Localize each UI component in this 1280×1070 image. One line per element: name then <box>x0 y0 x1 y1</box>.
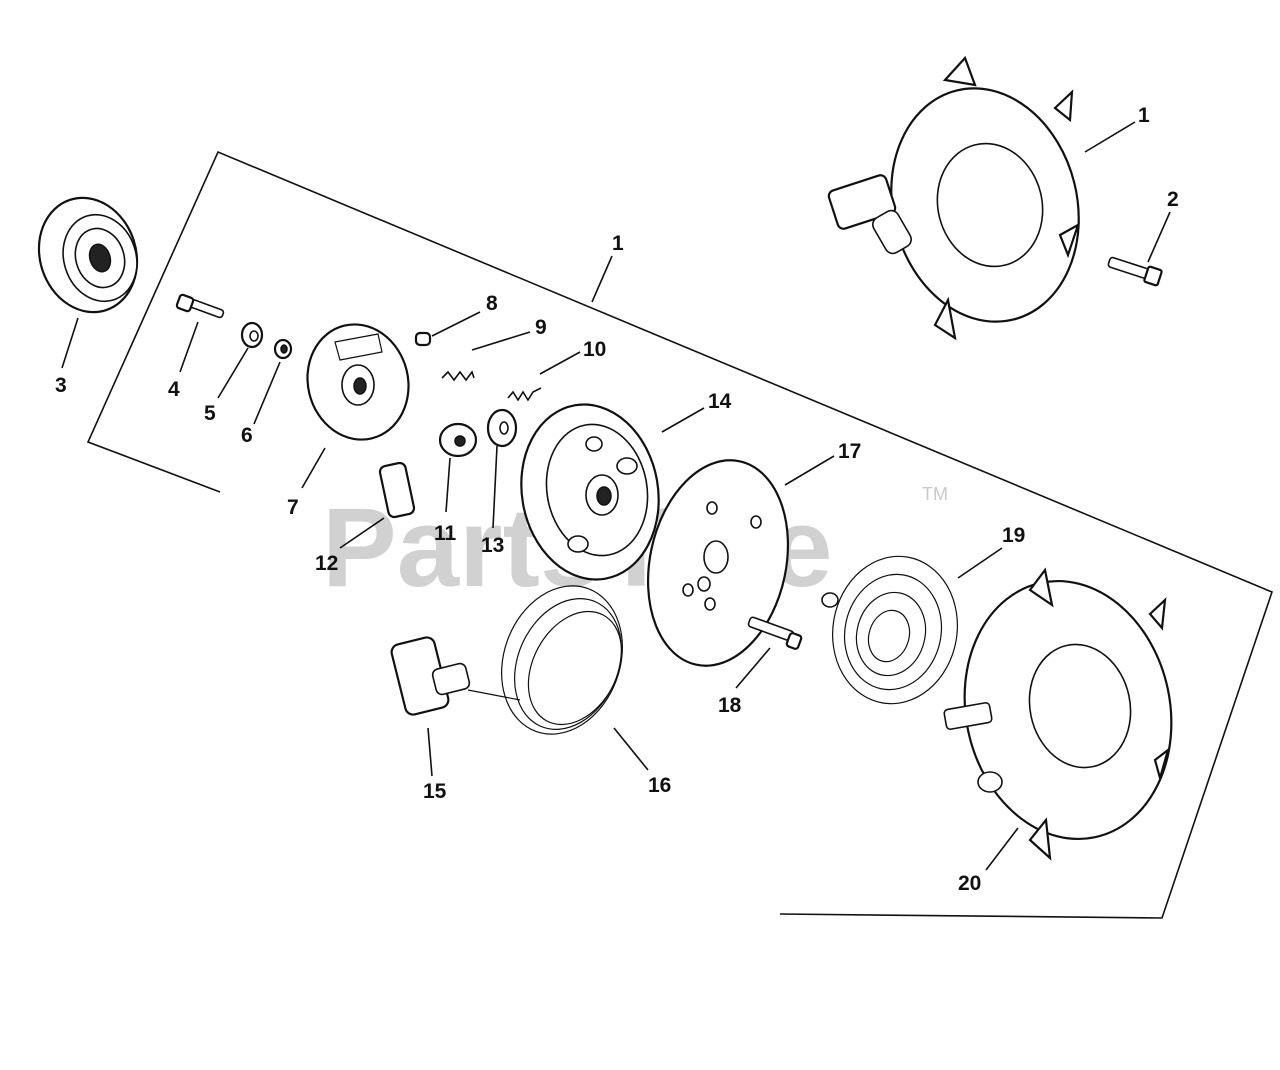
callout-12: 12 <box>315 552 338 575</box>
callout-20: 20 <box>958 872 981 895</box>
callout-15: 15 <box>423 780 447 803</box>
assembly-bracket-line <box>86 150 1273 919</box>
part-8-pin[interactable] <box>414 331 432 347</box>
part-12-pawl[interactable] <box>378 461 416 519</box>
part-16-rope[interactable] <box>467 569 642 752</box>
part-1-starter-assembly[interactable] <box>827 55 1103 342</box>
callout-18: 18 <box>718 694 742 717</box>
callout-13: 13 <box>481 534 504 557</box>
callout-9: 9 <box>535 316 547 339</box>
part-4-screw[interactable] <box>175 293 225 319</box>
callout-14: 14 <box>708 390 732 413</box>
part-19-recoil-spring[interactable] <box>821 546 969 713</box>
callout-4: 4 <box>168 378 180 401</box>
callout-1-starter: 1 <box>1138 104 1150 127</box>
part-13-washer[interactable] <box>486 408 518 448</box>
part-15-handle[interactable] <box>390 636 471 717</box>
callout-17: 17 <box>838 440 861 463</box>
callout-19: 19 <box>1002 524 1025 547</box>
callout-5: 5 <box>204 402 216 425</box>
callout-8: 8 <box>486 292 498 315</box>
part-17-plate[interactable] <box>630 447 806 679</box>
callout-2: 2 <box>1167 188 1179 211</box>
part-3-starter-cup[interactable] <box>24 185 151 325</box>
callout-16: 16 <box>648 774 671 797</box>
part-10-spring[interactable] <box>507 387 542 402</box>
leader-lines <box>61 121 1171 871</box>
callout-6: 6 <box>241 424 253 447</box>
part-9-spring[interactable] <box>441 370 475 382</box>
part-7-pawl-carrier[interactable] <box>295 314 420 451</box>
callout-10: 10 <box>583 338 606 361</box>
callout-7: 7 <box>287 496 299 519</box>
part-11-retainer[interactable] <box>438 422 478 458</box>
part-2-bolt[interactable] <box>1107 256 1163 287</box>
part-20-housing[interactable] <box>941 562 1195 861</box>
callout-1-assembly: 1 <box>612 232 624 255</box>
callout-3: 3 <box>55 374 67 397</box>
part-18-bolt[interactable] <box>747 616 803 650</box>
callout-11: 11 <box>434 522 457 545</box>
watermark-trademark: TM <box>922 484 948 504</box>
part-14-pulley[interactable] <box>508 394 672 591</box>
